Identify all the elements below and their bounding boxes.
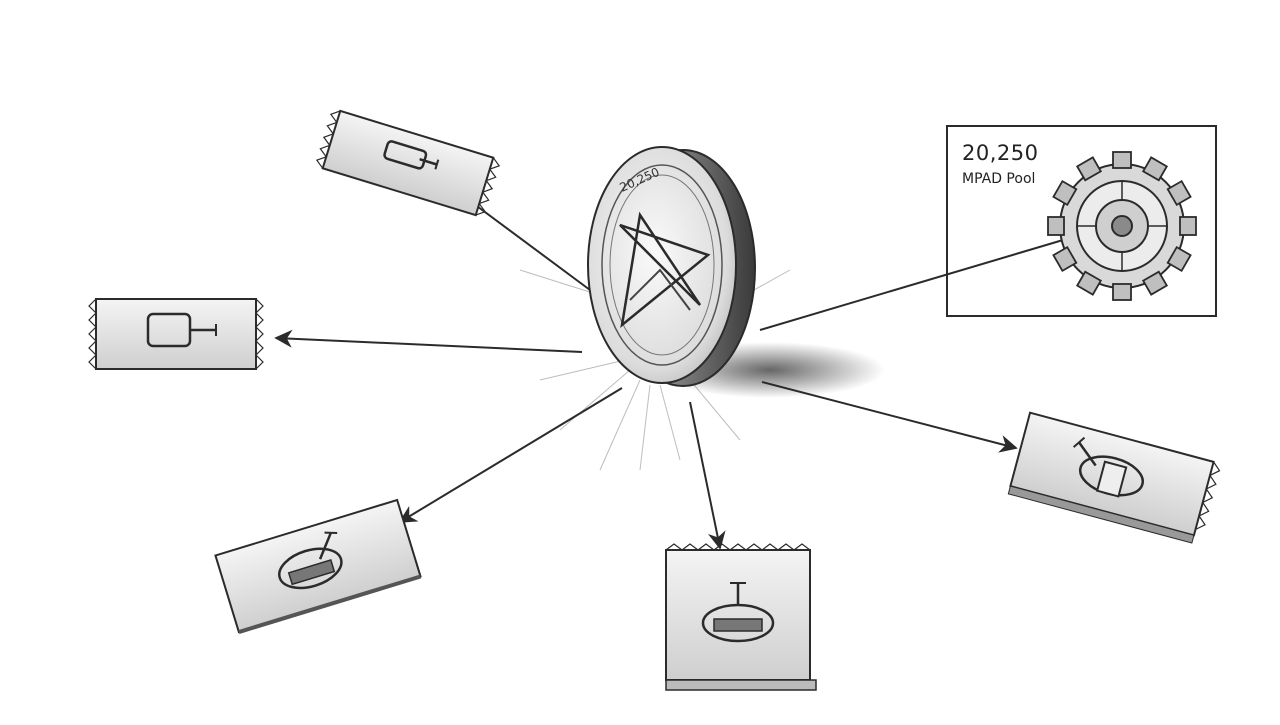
packet-bottom-left (214, 498, 422, 634)
packet-icon (665, 543, 817, 691)
packet-right (1007, 411, 1221, 544)
coin-icon: 20,250 (587, 146, 756, 387)
packet-bottom (665, 543, 817, 691)
pool-amount: 20,250 (962, 141, 1039, 165)
mpad-pool-box: 20,250 MPAD Pool (946, 125, 1217, 317)
arrow-to-packet-top (456, 190, 591, 291)
packet-left (88, 298, 264, 370)
packet-top (315, 109, 501, 217)
arrow-to-pool (759, 227, 1092, 331)
gear-icon (1047, 151, 1197, 301)
packet-icon (214, 498, 422, 634)
packet-icon (1007, 411, 1221, 544)
arrow-to-packet-bottom (689, 401, 726, 550)
distribution-arrows (274, 190, 1092, 550)
arrow-to-packet-left (274, 329, 583, 353)
packet-icon (315, 109, 501, 217)
arrow-to-packet-bottom-left (398, 387, 623, 523)
arrow-to-packet-right (761, 381, 1018, 453)
packet-icon (88, 298, 264, 370)
pool-label: MPAD Pool (962, 171, 1036, 187)
